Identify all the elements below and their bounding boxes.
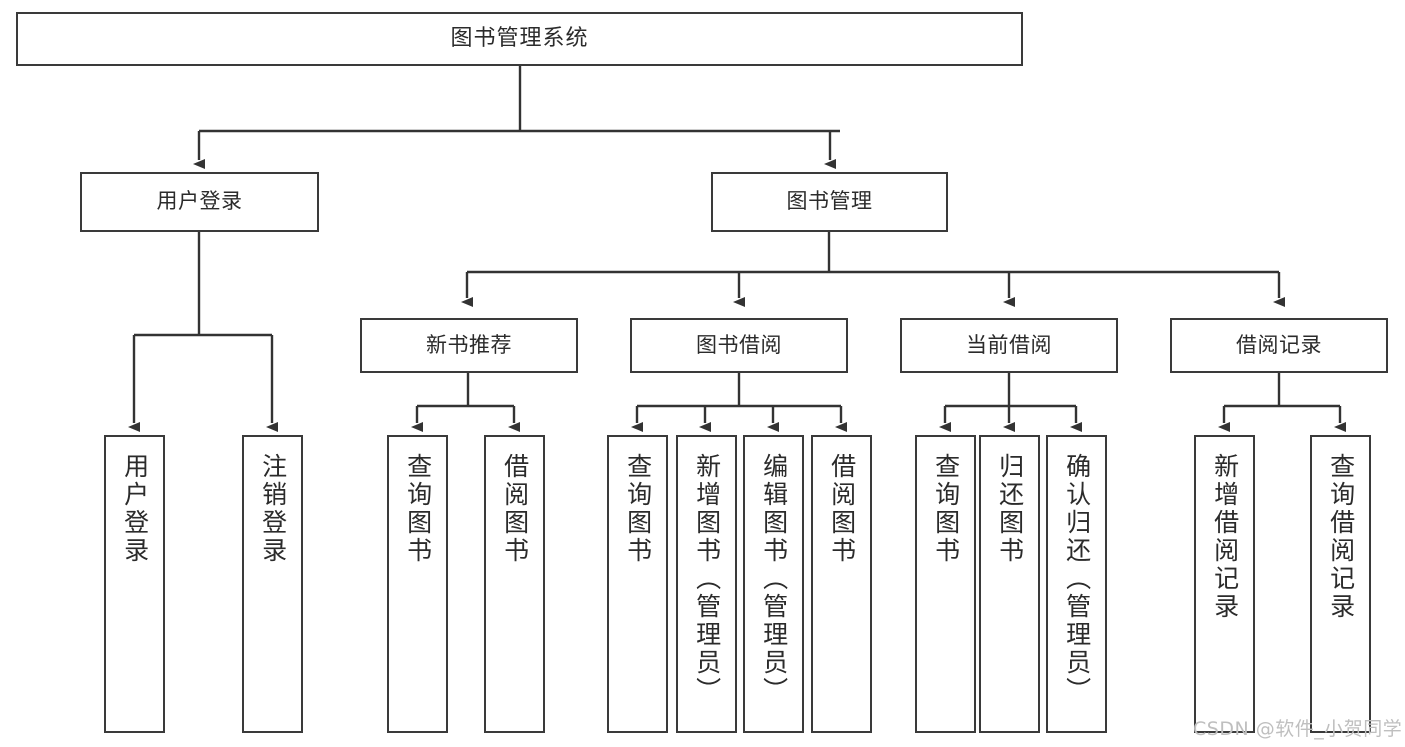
leaf-borrow-borrow-book[interactable]: 借阅图书 (811, 435, 872, 733)
node-label: 注销登录 (258, 453, 288, 565)
node-label: 新增图书（管理员） (692, 453, 722, 705)
node-label: 查询图书 (623, 453, 653, 565)
leaf-borrow-query-book[interactable]: 查询图书 (607, 435, 668, 733)
leaf-borrow-edit-book-admin[interactable]: 编辑图书（管理员） (743, 435, 804, 733)
leaf-current-confirm-return-admin[interactable]: 确认归还（管理员） (1046, 435, 1107, 733)
node-borrow-records[interactable]: 借阅记录 (1170, 318, 1388, 373)
node-label: 图书管理 (786, 189, 873, 214)
node-label: 借阅记录 (1236, 332, 1322, 357)
node-label: 用户登录 (120, 453, 150, 565)
leaf-new-book-query[interactable]: 查询图书 (387, 435, 448, 733)
node-user-login[interactable]: 用户登录 (80, 172, 319, 232)
node-book-management[interactable]: 图书管理 (711, 172, 948, 232)
node-label: 当前借阅 (966, 332, 1052, 357)
node-new-book-recommend[interactable]: 新书推荐 (360, 318, 578, 373)
node-label: 编辑图书（管理员） (759, 453, 789, 705)
leaf-new-book-borrow[interactable]: 借阅图书 (484, 435, 545, 733)
leaf-record-add-borrow-record[interactable]: 新增借阅记录 (1194, 435, 1255, 733)
node-label: 借阅图书 (827, 453, 857, 565)
node-label: 确认归还（管理员） (1062, 453, 1092, 705)
node-book-borrow[interactable]: 图书借阅 (630, 318, 848, 373)
node-label: 查询图书 (931, 453, 961, 565)
leaf-user-login-signin[interactable]: 用户登录 (104, 435, 165, 733)
node-label: 新书推荐 (426, 332, 512, 357)
node-label: 图书借阅 (696, 332, 782, 357)
leaf-current-return-book[interactable]: 归还图书 (979, 435, 1040, 733)
node-label: 归还图书 (995, 453, 1025, 565)
leaf-user-login-signout[interactable]: 注销登录 (242, 435, 303, 733)
node-label: 用户登录 (156, 189, 243, 214)
leaf-borrow-add-book-admin[interactable]: 新增图书（管理员） (676, 435, 737, 733)
node-label: 图书管理系统 (450, 25, 589, 51)
node-label: 借阅图书 (500, 453, 530, 565)
leaf-record-query-borrow-record[interactable]: 查询借阅记录 (1310, 435, 1371, 733)
node-root-book-management-system[interactable]: 图书管理系统 (16, 12, 1023, 66)
node-label: 新增借阅记录 (1210, 453, 1240, 621)
node-label: 查询图书 (403, 453, 433, 565)
leaf-current-query-book[interactable]: 查询图书 (915, 435, 976, 733)
node-label: 查询借阅记录 (1326, 453, 1356, 621)
node-current-borrow[interactable]: 当前借阅 (900, 318, 1118, 373)
